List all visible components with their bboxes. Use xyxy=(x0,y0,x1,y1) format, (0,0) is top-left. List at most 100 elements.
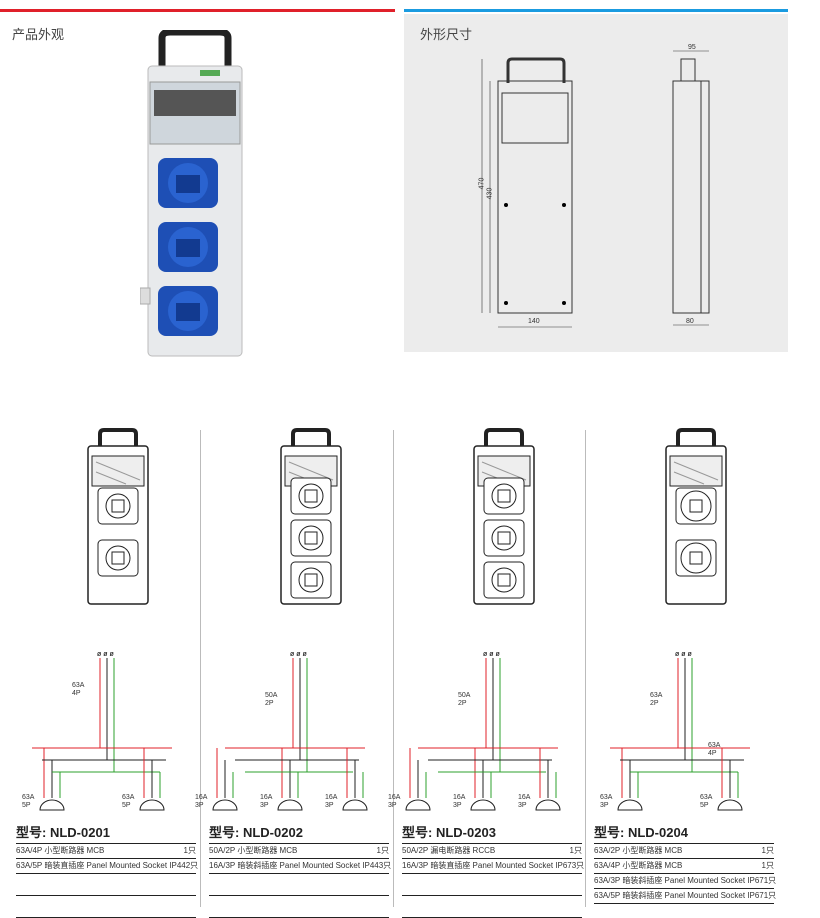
spec-qty: 1只 xyxy=(376,846,389,855)
spec-row: 63A/2P 小型断路器 MCB 1只 xyxy=(594,844,774,859)
socket-icon xyxy=(675,539,717,577)
spec-row: 50A/2P 小型断路器 MCB 1只 xyxy=(209,844,389,859)
enclosure-drawing xyxy=(473,428,535,605)
socket-icon xyxy=(483,477,525,515)
appearance-title: 产品外观 xyxy=(12,27,65,42)
breaker-label: 63A 4P xyxy=(708,742,721,757)
wiring-diagram: ø ø ø xyxy=(610,651,750,811)
socket-icon xyxy=(97,487,139,525)
socket-icon xyxy=(483,519,525,557)
empty-row xyxy=(209,896,389,918)
socket-symbol-icon xyxy=(617,799,643,811)
spec-qty: 2只 xyxy=(185,861,199,870)
spec-desc: 63A/4P 小型断路器 MCB xyxy=(594,861,683,870)
model-title: 型号: NLD-0204 xyxy=(594,822,774,844)
section-divider-red xyxy=(0,9,395,12)
output-label: 63A 3P xyxy=(600,794,613,809)
output-label: 16A 3P xyxy=(325,794,338,809)
svg-text:ø ø ø: ø ø ø xyxy=(675,651,692,658)
model-spec-table: 型号: NLD-0203 50A/2P 漏电断路器 RCCB 1只 16A/3P 暗装… xyxy=(402,822,584,918)
spec-row: 63A/4P 小型断路器 MCB 1只 xyxy=(594,859,774,874)
spec-desc: 63A/2P 小型断路器 MCB xyxy=(594,846,683,855)
output-label: 63A 5P xyxy=(122,794,135,809)
socket-icon xyxy=(97,539,139,577)
model-title: 型号: NLD-0202 xyxy=(209,822,389,844)
model-spec-table: 型号: NLD-0201 63A/4P 小型断路器 MCB 1只 63A/5P 暗装直… xyxy=(16,822,199,918)
spec-desc: 50A/2P 漏电断路器 RCCB xyxy=(402,846,496,855)
empty-row xyxy=(402,896,582,918)
socket-symbol-icon xyxy=(212,799,238,811)
column-divider xyxy=(200,430,201,907)
svg-text:ø ø ø: ø ø ø xyxy=(97,651,114,658)
section-divider-blue xyxy=(404,9,788,12)
model-spec-table: 型号: NLD-0202 50A/2P 小型断路器 MCB 1只 16A/3P 暗装斜… xyxy=(209,822,392,918)
dim-430: 430 xyxy=(486,187,494,200)
column-divider xyxy=(393,430,394,907)
socket-icon xyxy=(483,561,525,599)
spec-qty: 1只 xyxy=(183,846,196,855)
dimension-title: 外形尺寸 xyxy=(420,27,473,42)
spec-desc: 63A/3P 暗装斜插座 Panel Mounted Socket IP67 xyxy=(594,876,764,885)
spec-desc: 16A/3P 暗装直插座 Panel Mounted Socket IP67 xyxy=(402,861,572,870)
output-label: 63A 5P xyxy=(22,794,35,809)
socket-blue xyxy=(158,158,218,208)
socket-icon xyxy=(290,561,332,599)
enclosure-drawing xyxy=(280,428,342,605)
spec-qty: 1只 xyxy=(761,861,774,870)
socket-icon xyxy=(290,477,332,515)
socket-symbol-icon xyxy=(470,799,496,811)
svg-text:ø ø ø: ø ø ø xyxy=(290,651,307,658)
enclosure-drawing xyxy=(665,428,727,605)
socket-symbol-icon xyxy=(717,799,743,811)
spec-desc: 50A/2P 小型断路器 MCB xyxy=(209,846,298,855)
spec-desc: 63A/5P 暗装直插座 Panel Mounted Socket IP44 xyxy=(16,861,186,870)
spec-desc: 63A/4P 小型断路器 MCB xyxy=(16,846,105,855)
spec-row: 50A/2P 漏电断路器 RCCB 1只 xyxy=(402,844,582,859)
enclosure-drawing xyxy=(87,428,149,605)
spec-qty: 1只 xyxy=(761,846,774,855)
wiring-diagram: ø ø ø xyxy=(405,651,561,811)
side-view-drawing xyxy=(672,50,710,326)
column-divider xyxy=(585,430,586,907)
svg-text:ø ø ø: ø ø ø xyxy=(483,651,500,658)
dim-470: 470 xyxy=(478,177,486,190)
socket-symbol-icon xyxy=(139,799,165,811)
spec-qty: 1只 xyxy=(763,876,777,885)
output-label: 63A 5P xyxy=(700,794,713,809)
output-label: 16A 3P xyxy=(195,794,208,809)
socket-icon xyxy=(675,487,717,525)
socket-symbol-icon xyxy=(277,799,303,811)
spec-qty: 3只 xyxy=(378,861,392,870)
empty-row xyxy=(209,874,389,896)
front-view-drawing xyxy=(481,57,573,328)
dim-80: 80 xyxy=(686,318,694,325)
wiring-diagram: ø ø ø xyxy=(32,651,172,811)
socket-icon xyxy=(290,519,332,557)
output-label: 16A 3P xyxy=(518,794,531,809)
dim-95: 95 xyxy=(688,44,696,51)
spec-qty: 1只 xyxy=(569,846,582,855)
breaker-label: 50A 2P xyxy=(265,692,278,707)
breaker-label: 50A 2P xyxy=(458,692,471,707)
dim-140: 140 xyxy=(528,318,540,325)
socket-symbol-icon xyxy=(535,799,561,811)
empty-row xyxy=(16,874,196,896)
model-title: 型号: NLD-0203 xyxy=(402,822,582,844)
socket-symbol-icon xyxy=(39,799,65,811)
socket-symbol-icon xyxy=(342,799,368,811)
output-label: 16A 3P xyxy=(388,794,401,809)
dimension-panel xyxy=(404,14,788,352)
spec-qty: 1只 xyxy=(763,891,777,900)
wiring-diagram: ø ø ø xyxy=(212,651,368,811)
product-photo xyxy=(140,30,243,357)
output-label: 16A 3P xyxy=(453,794,466,809)
breaker-label: 63A 2P xyxy=(650,692,663,707)
socket-symbol-icon xyxy=(405,799,431,811)
empty-row xyxy=(402,874,582,896)
model-title: 型号: NLD-0201 xyxy=(16,822,196,844)
